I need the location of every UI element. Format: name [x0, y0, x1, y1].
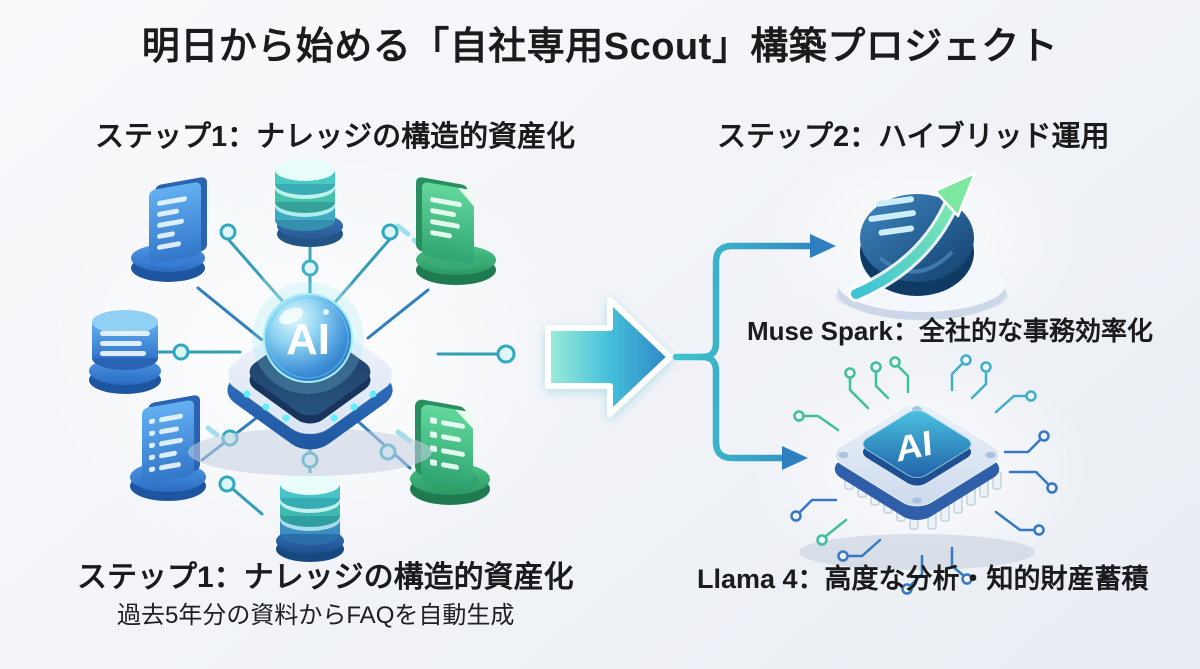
knowledge-cluster: AI — [89, 159, 516, 562]
checklist-icon-green — [410, 399, 490, 505]
form-icon-blue — [130, 395, 206, 501]
page-title: 明日から始める「自社専用Scout」構築プロジェクト — [141, 26, 1059, 68]
step2-heading: ステップ2：ハイブリッド運用 — [717, 121, 1110, 153]
chip-ai-label: AI — [895, 422, 934, 469]
muse-spark-label: Muse Spark：全社的な事務効率化 — [747, 316, 1153, 346]
light-beams — [218, 170, 398, 345]
circuit-node — [218, 475, 236, 493]
document-icon-blue — [131, 177, 207, 282]
step1-result-heading: ステップ1：ナレッジの構造的資産化 — [77, 561, 574, 594]
step1-result-description: 過去5年分の資料からFAQを自動生成 — [117, 602, 515, 629]
step1-heading: ステップ1：ナレッジの構造的資産化 — [95, 121, 576, 153]
branch-arrow-down-icon — [782, 446, 808, 470]
circuit-node — [496, 344, 516, 364]
ai-sphere-label: AI — [286, 315, 330, 364]
circuit-node — [172, 343, 190, 361]
branch-connector — [672, 242, 814, 462]
flow-arrow — [545, 297, 673, 417]
circuit-node — [381, 223, 399, 241]
circuit-node — [219, 223, 237, 241]
document-icon-green — [416, 177, 496, 285]
disc-text-lines — [868, 196, 917, 236]
branch-arrow-up-icon — [810, 234, 836, 258]
ai-sphere: AI — [252, 282, 364, 394]
database-icon-blue — [89, 310, 161, 394]
database-icon-teal-bottom — [276, 473, 344, 562]
hub-glow-dots — [243, 390, 377, 422]
llama-label: Llama 4：高度な分析・知的財産蓄積 — [697, 564, 1149, 594]
muse-spark-icon — [836, 171, 1008, 320]
ai-chip-icon: AI — [790, 354, 1058, 595]
growth-arrow-icon — [848, 171, 977, 302]
chip-trace-dots — [790, 354, 1058, 595]
chip-traces — [798, 362, 1050, 588]
